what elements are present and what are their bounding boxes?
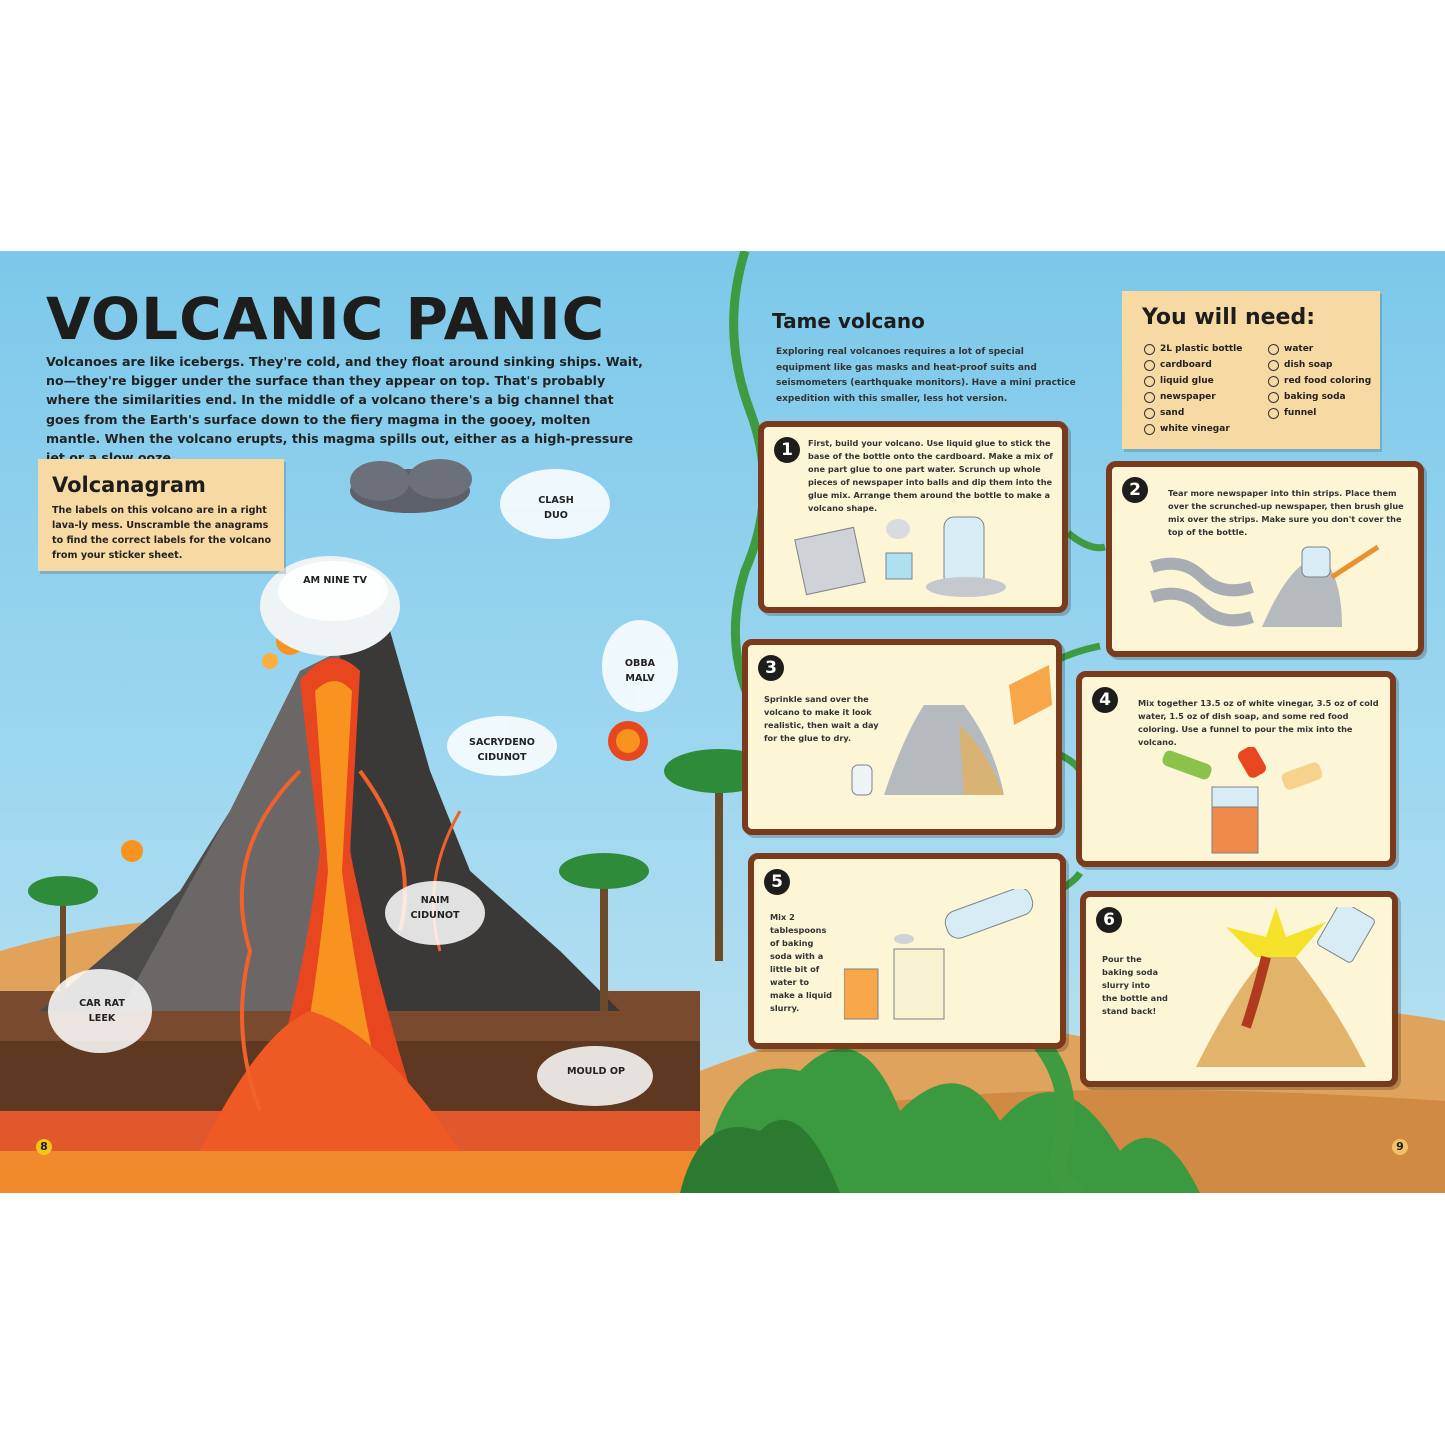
book-spread: VOLCANIC PANIC Volcanoes are like iceber…	[0, 251, 1445, 1193]
you-will-need-note: You will need: 2L plastic bottle cardboa…	[1122, 291, 1380, 449]
step-text: Pour the baking soda slurry into the bot…	[1102, 954, 1168, 1016]
supply-item: baking soda	[1268, 389, 1371, 405]
volcanagram-text: The labels on this volcano are in a righ…	[52, 505, 272, 561]
label-clouds	[48, 469, 678, 1106]
erupting-model-illustration	[1196, 907, 1375, 1067]
step-number: 5	[764, 869, 790, 895]
baking-soda-jug-illustration	[844, 889, 1034, 1020]
step-text: Mix together 13.5 oz of white vinegar, 3…	[1138, 698, 1379, 747]
you-will-need-heading: You will need:	[1142, 305, 1316, 330]
step-card-6: 6 Pour the baking soda slurry into the b…	[1080, 891, 1398, 1087]
step-card-1: 1 First, build your volcano. Use liquid …	[758, 421, 1068, 613]
page-number-left: 8	[36, 1139, 52, 1155]
supply-item: newspaper	[1144, 389, 1242, 405]
step-number: 6	[1096, 907, 1122, 933]
volcanagram-note: Volcanagram The labels on this volcano a…	[38, 459, 284, 571]
anagram-naim-cidunot: NAIM CIDUNOT	[410, 895, 460, 921]
step-number: 4	[1092, 687, 1118, 713]
anagram-am-nine-tv: AM NINE TV	[303, 575, 367, 586]
supply-item: water	[1268, 341, 1371, 357]
step-card-5: 5 Mix 2 tablespoons of baking soda with …	[748, 853, 1066, 1049]
supply-item: sand	[1144, 405, 1242, 421]
supply-item: 2L plastic bottle	[1144, 341, 1242, 357]
anagram-mould-op: MOULD OP	[566, 1066, 626, 1077]
tame-volcano-text: Exploring real volcanoes requires a lot …	[776, 347, 1076, 404]
anagram-car-rat-leek: CAR RAT LEEK	[79, 998, 125, 1024]
supply-item: funnel	[1268, 405, 1371, 421]
mixing-jug-illustration	[1162, 747, 1323, 854]
tame-volcano-heading: Tame volcano	[772, 309, 925, 333]
page-number-right: 9	[1392, 1139, 1408, 1155]
anagram-sacrydeno-cidunot: SACRYDENO CIDUNOT	[469, 737, 535, 763]
step-text: First, build your volcano. Use liquid gl…	[808, 438, 1053, 513]
supply-item: dish soap	[1268, 357, 1371, 373]
volcanagram-heading: Volcanagram	[52, 473, 206, 497]
page-title: VOLCANIC PANIC	[46, 285, 606, 353]
step-text: Sprinkle sand over the volcano to make i…	[764, 694, 879, 743]
sand-volcano-illustration	[851, 665, 1052, 796]
step-card-4: 4 Mix together 13.5 oz of white vinegar,…	[1076, 671, 1396, 867]
step-text: Tear more newspaper into thin strips. Pl…	[1168, 488, 1404, 537]
step-number: 1	[774, 437, 800, 463]
newspaper-bottle-illustration	[794, 516, 1006, 597]
newspaper-strips-illustration	[1150, 544, 1380, 627]
supplies-list-2: water dish soap red food coloring baking…	[1268, 341, 1371, 421]
supplies-list-1: 2L plastic bottle cardboard liquid glue …	[1144, 341, 1242, 437]
step-number: 2	[1122, 477, 1148, 503]
step-card-3: 3 Sprinkle sand over the volcano to make…	[742, 639, 1062, 835]
anagram-clash-duo: CLASH DUO	[538, 495, 574, 521]
supply-item: white vinegar	[1144, 421, 1242, 437]
supply-item: red food coloring	[1268, 373, 1371, 389]
intro-paragraph: Volcanoes are like icebergs. They're col…	[46, 354, 643, 466]
step-number: 3	[758, 655, 784, 681]
supply-item: liquid glue	[1144, 373, 1242, 389]
anagram-obba-malv: OBBA MALV	[624, 658, 656, 684]
step-text: Mix 2 tablespoons of baking soda with a …	[770, 912, 833, 1013]
supply-item: cardboard	[1144, 357, 1242, 373]
step-card-2: 2 Tear more newspaper into thin strips. …	[1106, 461, 1424, 657]
